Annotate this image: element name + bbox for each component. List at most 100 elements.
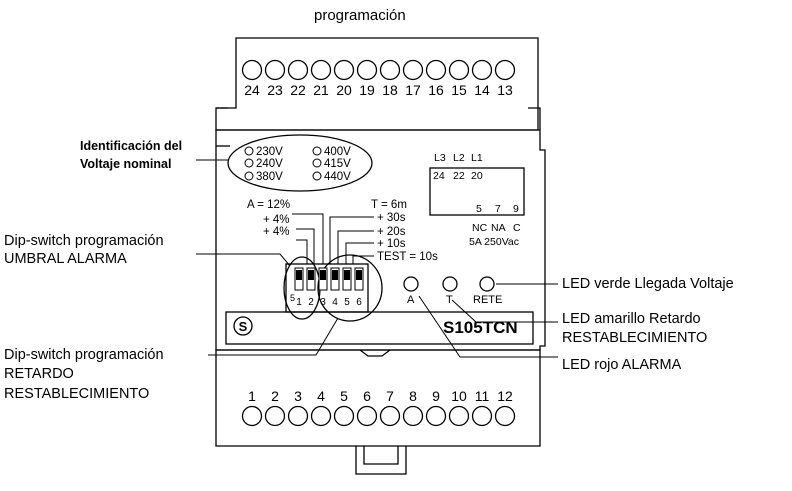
voltage-caption-line1: Identificación del (80, 139, 183, 153)
housing-notch (359, 349, 391, 357)
threshold-caption-line2: UMBRAL ALARMA (4, 251, 127, 267)
dip-switch-lever-5 (344, 270, 350, 280)
red-led-leader (418, 295, 558, 358)
bottom-screw-8 (402, 405, 424, 427)
dip-switch-number-2: 2 (308, 297, 314, 308)
delay-label-test: TEST = 10s (377, 251, 438, 263)
delay-labels: T = 6m + 30s + 20s + 10s TEST = 10s (371, 199, 438, 263)
relay-contact-label-na: NA (491, 222, 506, 234)
led-label-t: T (446, 294, 453, 306)
led-voltage-icon (479, 276, 495, 292)
top-terminal-number-19: 19 (359, 82, 375, 98)
delay-leader-1 (329, 216, 374, 264)
bottom-screw-7 (379, 405, 401, 427)
relay-contact-label-nc: NC (472, 222, 488, 234)
top-terminal-number-23: 23 (267, 82, 283, 98)
dip-switch-lever-2 (308, 270, 314, 280)
delay-caption-line2: RETARDO (4, 366, 74, 382)
top-screw-20 (333, 59, 355, 81)
top-terminal-number-21: 21 (313, 82, 329, 98)
voltage-option-440: 440V (324, 171, 351, 183)
din-clip (355, 446, 407, 475)
threshold-label-step1: + 4% (263, 214, 290, 226)
relay-top-label-l1: L1 (471, 152, 483, 164)
top-screw-13 (494, 59, 516, 81)
dip-switch-lever-3 (320, 270, 326, 280)
top-terminal-number-24: 24 (244, 82, 260, 98)
top-terminal-number-18: 18 (382, 82, 398, 98)
threshold-label-step2: + 4% (263, 226, 290, 238)
dip-switch-number-4: 4 (332, 297, 338, 308)
voltage-options: 230V 240V 380V 400V 415V 440V (244, 146, 351, 183)
dip-switch-extra-mark: 5 (290, 293, 295, 303)
dip-switch-number-5: 5 (344, 297, 350, 308)
led-label-a: A (407, 294, 415, 306)
dip-switch-lever-1 (296, 270, 302, 280)
bottom-screw-10 (448, 405, 470, 427)
voltage-ellipse (227, 134, 373, 192)
bottom-screw-5 (333, 405, 355, 427)
top-screw-17 (402, 59, 424, 81)
bottom-terminal-number-9: 9 (432, 388, 440, 404)
threshold-labels: A = 12% + 4% + 4% (247, 199, 290, 238)
relay-labels: L3 L2 L1 24 22 20 5 7 9 NC NA C 5A 250Va… (433, 152, 521, 248)
top-terminal-number-15: 15 (451, 82, 467, 98)
bottom-terminal-number-5: 5 (340, 388, 348, 404)
bottom-terminal-number-10: 10 (451, 388, 467, 404)
bottom-terminal-number-11: 11 (475, 388, 490, 404)
voltage-caption-line2: Voltaje nominal (80, 157, 172, 171)
bottom-screw-2 (264, 405, 286, 427)
delay-label-30s: + 30s (377, 212, 406, 224)
bottom-screw-12 (494, 405, 516, 427)
housing-top-ridge (216, 107, 541, 130)
relay-contact-number-5: 5 (476, 203, 482, 215)
delay-label-20s: + 20s (377, 226, 406, 238)
top-terminal-screws (241, 59, 516, 81)
top-terminal-number-16: 16 (428, 82, 444, 98)
relay-top-number-20: 20 (471, 170, 483, 182)
bottom-screw-1 (241, 405, 263, 427)
relay-top-label-l3: L3 (434, 152, 446, 164)
dip-switch-lever-4 (332, 270, 338, 280)
led-delay-icon (442, 276, 458, 292)
delay-leader-4 (352, 255, 374, 264)
bottom-terminal-number-12: 12 (497, 388, 513, 404)
led-green-caption: LED verde Llegada Voltaje (562, 276, 734, 292)
header-title: programación (314, 7, 406, 24)
voltage-option-415: 415V (324, 158, 351, 170)
relay-contact-number-9: 9 (513, 203, 519, 215)
threshold-leader-1 (292, 213, 324, 264)
top-terminal-number-13: 13 (497, 82, 513, 98)
relay-top-label-l2: L2 (453, 152, 465, 164)
bottom-screw-3 (287, 405, 309, 427)
bottom-terminal-number-7: 7 (386, 388, 394, 404)
bottom-screw-4 (310, 405, 332, 427)
dip-switch-number-1: 1 (296, 297, 302, 308)
relay-top-number-24: 24 (433, 170, 445, 182)
top-screw-19 (356, 59, 378, 81)
threshold-leader-3 (296, 239, 308, 264)
top-screw-18 (379, 59, 401, 81)
led-yellow-caption-line1: LED amarillo Retardo (562, 311, 701, 327)
bottom-screw-9 (425, 405, 447, 427)
top-screw-24 (241, 59, 263, 81)
top-terminal-number-17: 17 (405, 82, 421, 98)
top-screw-15 (448, 59, 470, 81)
dip-switch-number-3: 3 (320, 297, 326, 308)
delay-caption-line3: RESTABLECIMIENTO (4, 386, 150, 402)
threshold-caption-leader (196, 253, 291, 267)
delay-label-10s: + 10s (377, 238, 406, 250)
device-model: S105TCN (443, 318, 518, 337)
voltage-option-400: 400V (324, 146, 351, 158)
device-logo: S (239, 319, 248, 334)
delay-label-base: T = 6m (371, 199, 407, 211)
bottom-terminal-number-4: 4 (317, 388, 325, 404)
top-screw-21 (310, 59, 332, 81)
relay-contact-number-7: 7 (495, 203, 501, 215)
top-screw-22 (287, 59, 309, 81)
bottom-terminal-number-1: 1 (248, 388, 256, 404)
bottom-screw-6 (356, 405, 378, 427)
led-labels: A T RETE (407, 294, 502, 306)
led-yellow-caption-line2: RESTABLECIMIENTO (562, 330, 708, 346)
